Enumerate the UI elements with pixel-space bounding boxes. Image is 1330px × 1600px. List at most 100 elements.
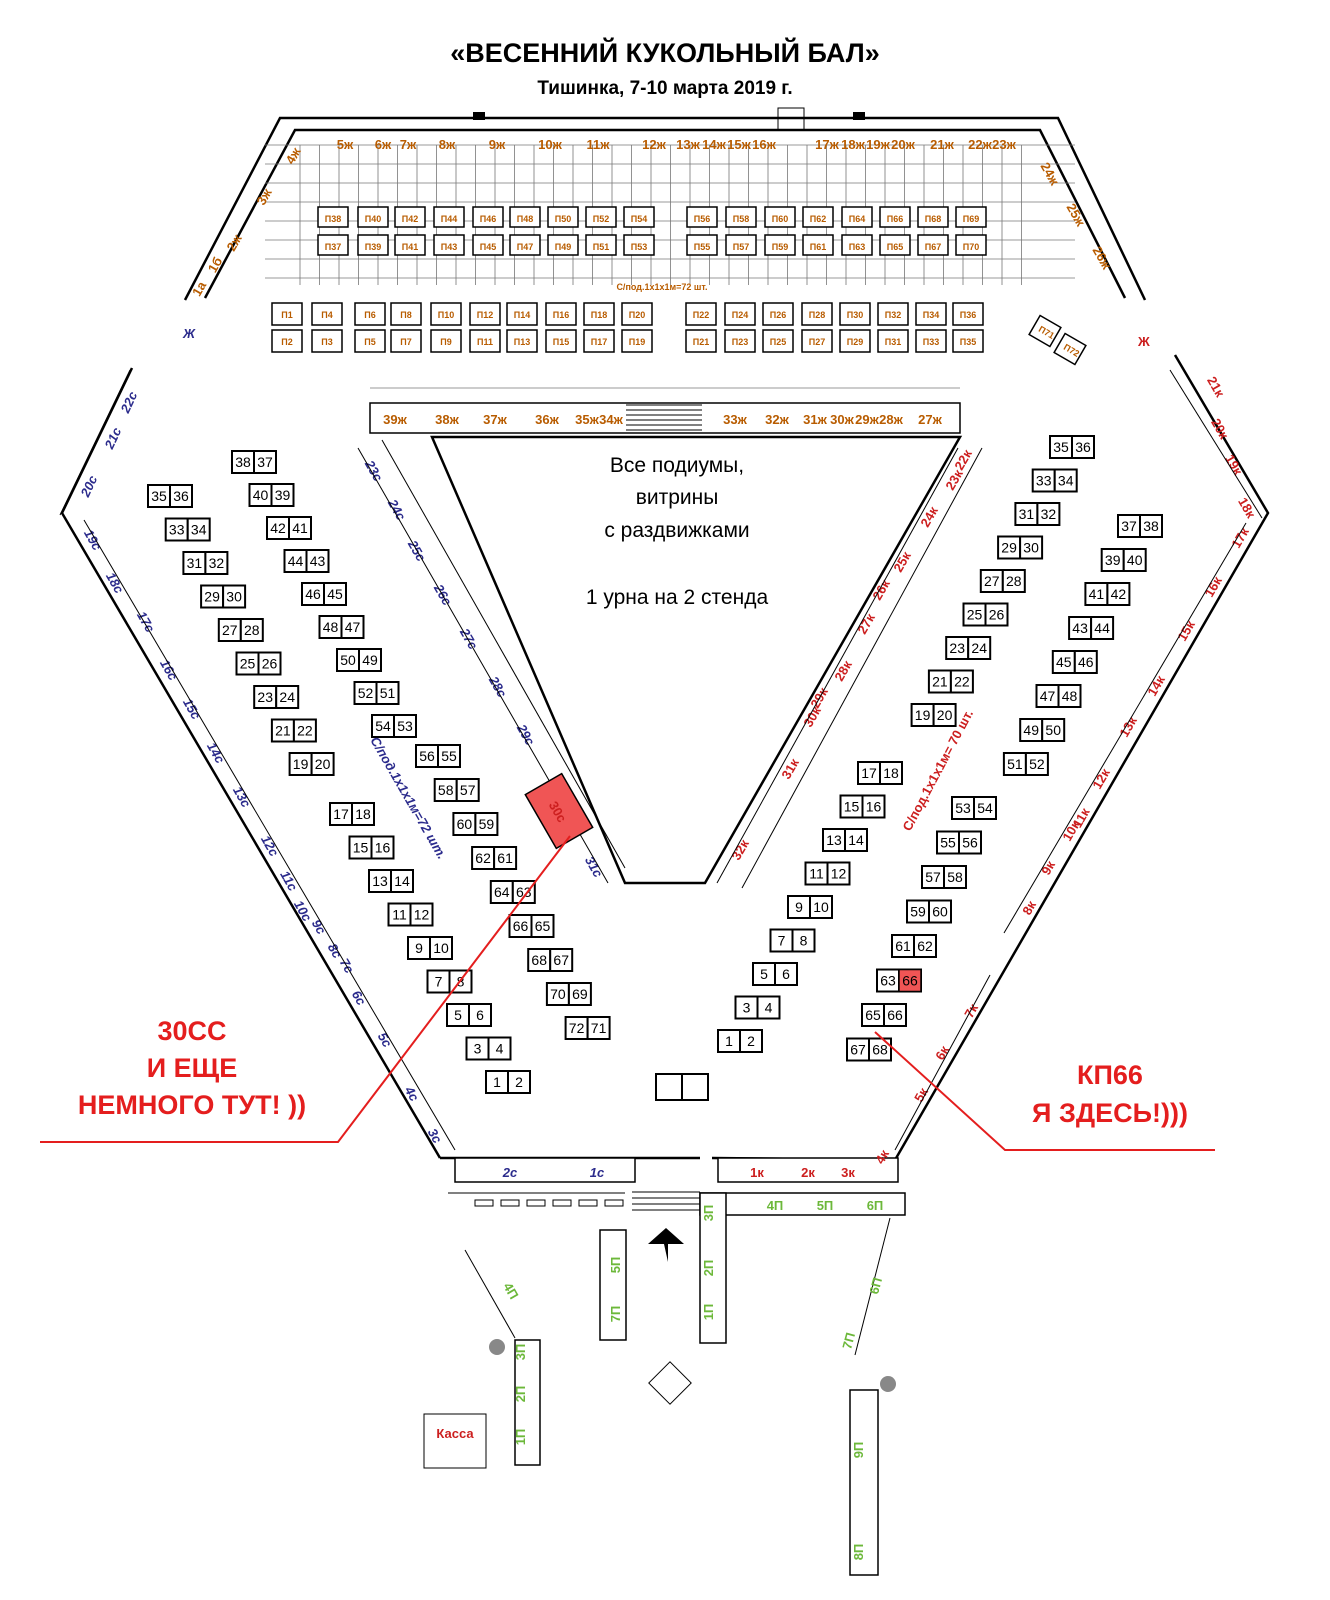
stand-number: 18	[883, 765, 899, 781]
stand-number: 13	[826, 832, 842, 848]
stand-zh-27ж: 27ж	[918, 412, 942, 427]
stand-number: 29	[204, 589, 220, 605]
rack	[604, 1199, 624, 1207]
podium	[879, 206, 911, 228]
stand-number: 30	[1023, 540, 1039, 556]
stand-cell	[861, 794, 886, 819]
stand-number: 53	[955, 800, 971, 816]
stand-zh-19ж: 19ж	[866, 137, 890, 152]
stand-zh-21ж: 21ж	[930, 137, 954, 152]
stand-number: 67	[553, 952, 569, 968]
podium-label: П70	[963, 242, 979, 252]
p-frame	[514, 1339, 541, 1466]
stand-number: 15	[353, 840, 369, 856]
stand-number: 35	[151, 488, 167, 504]
stand-zh-28ж: 28ж	[879, 412, 903, 427]
stand-number: 57	[460, 782, 476, 798]
stand-number: 10	[813, 899, 829, 915]
stand-p-6П: 6П	[867, 1198, 884, 1213]
stand-cell	[437, 744, 461, 768]
stand-zh-29ж: 29ж	[855, 412, 879, 427]
stand-number: 65	[865, 1007, 881, 1023]
stand-cell	[169, 484, 193, 508]
stand-number: 46	[1078, 654, 1094, 670]
podium-label: П65	[887, 242, 903, 252]
podium-label: П23	[732, 337, 748, 347]
podium-label: П26	[770, 310, 786, 320]
stand-number: 66	[887, 1007, 903, 1023]
stand-number: 58	[438, 782, 454, 798]
podium	[762, 329, 794, 353]
podium-label: П44	[441, 214, 457, 224]
podium	[623, 234, 655, 256]
top-podiums-note: С/под.1х1х1м=72 шт.	[616, 282, 707, 292]
podium-label: П33	[923, 337, 939, 347]
podium-label: П42	[402, 214, 418, 224]
podium-label: П28	[809, 310, 825, 320]
stand-number: 37	[1121, 518, 1137, 534]
stand-c-31с: 31с	[582, 854, 606, 881]
stand-line	[464, 1249, 516, 1339]
stand-k-9к: 9к	[1038, 858, 1058, 878]
stand-number: 16	[866, 799, 882, 815]
stand-cell	[1001, 569, 1026, 593]
stand-number: 30	[226, 589, 242, 605]
stand-number: 42	[270, 520, 286, 536]
stand-number: 53	[397, 718, 413, 734]
podium-label: П64	[849, 214, 865, 224]
podium-label: П5	[364, 337, 375, 347]
stand-cell	[1106, 582, 1131, 606]
stand-number: 9	[795, 899, 803, 915]
stand-number: 61	[497, 850, 513, 866]
stand-cell	[253, 450, 277, 474]
podium-label: П46	[480, 214, 496, 224]
stand-zh-31ж: 31ж	[803, 412, 827, 427]
stand-zh-37ж: 37ж	[483, 412, 507, 427]
top-hall-wall	[183, 116, 1147, 301]
stand-number: 6	[782, 966, 790, 982]
podium	[271, 302, 303, 326]
callout-left-line2: И ЕЩЕ	[147, 1053, 237, 1083]
podium-label: П19	[629, 337, 645, 347]
podium	[357, 206, 389, 228]
stand-cell	[928, 899, 952, 924]
column-marker	[853, 112, 865, 120]
podium	[952, 329, 984, 353]
podium	[762, 302, 794, 326]
stand-number: 44	[288, 553, 304, 569]
stand-number: 31	[187, 555, 203, 571]
lamp-post	[880, 1376, 896, 1392]
stand-number: 33	[1036, 473, 1052, 489]
podium	[433, 206, 465, 228]
podium-label: П21	[693, 337, 709, 347]
stand-number: 20	[315, 756, 331, 772]
stand-cell	[222, 584, 247, 609]
stand-zh-25ж: 25ж	[1063, 201, 1088, 230]
p-frame	[599, 1229, 627, 1341]
podium-label: П18	[591, 310, 607, 320]
stand-p-2П: 2П	[513, 1386, 528, 1403]
stand-cell	[270, 483, 295, 507]
stand-number: 1	[493, 1074, 501, 1090]
stand-number: 2	[747, 1033, 755, 1049]
stand-number: 38	[1143, 518, 1159, 534]
callout-right-line1: КП66	[1077, 1060, 1143, 1090]
podium	[472, 206, 504, 228]
podium	[621, 302, 653, 326]
highlight-stand-66	[898, 968, 922, 993]
p-frame	[699, 1192, 727, 1344]
pillar	[655, 1073, 683, 1101]
stand-cell	[487, 1036, 512, 1061]
podium	[623, 206, 655, 228]
stand-number: 32	[209, 555, 225, 571]
stand-number: 69	[572, 986, 588, 1002]
stand-cell	[204, 551, 229, 575]
podium-label: П25	[770, 337, 786, 347]
stand-p-1П: 1П	[701, 1304, 716, 1321]
stand-number: 54	[977, 800, 993, 816]
stand-number: 47	[345, 619, 361, 635]
bottom-k-frame	[717, 1157, 899, 1183]
podium	[354, 329, 386, 353]
stand-cell	[275, 685, 300, 709]
stand-p-5П: 5П	[608, 1257, 623, 1274]
